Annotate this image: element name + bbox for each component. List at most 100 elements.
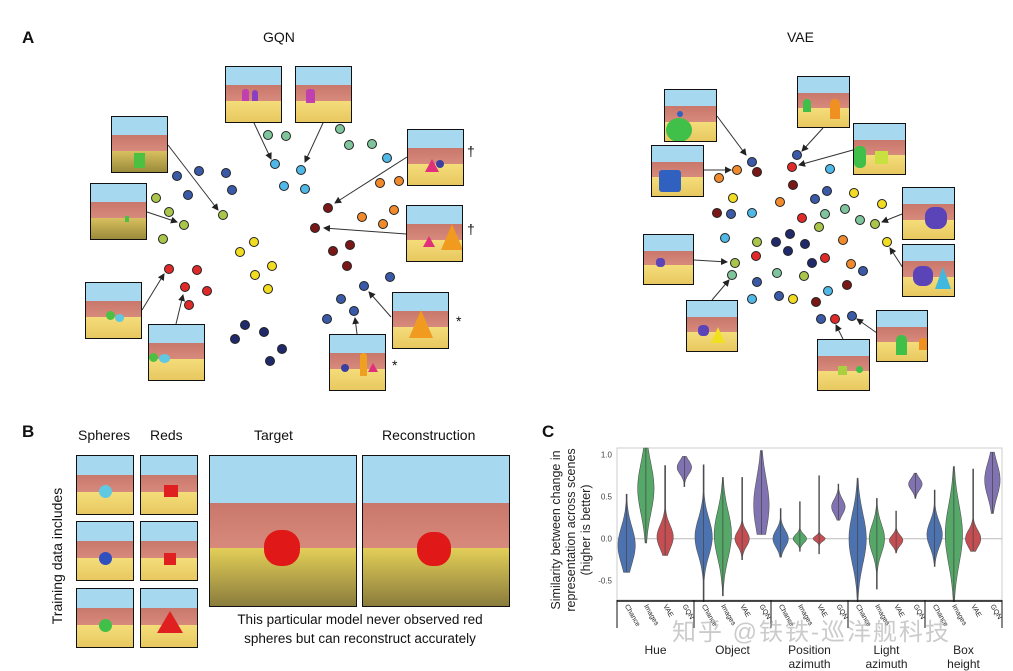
- asterisk-mark: *: [392, 357, 398, 373]
- embedding-point: [235, 247, 245, 257]
- y-tick-label: 0.5: [601, 493, 613, 502]
- embedding-point: [747, 208, 757, 218]
- embedding-point: [151, 193, 161, 203]
- embedding-point: [164, 264, 174, 274]
- series-tick-label: Chance: [623, 604, 641, 628]
- embedding-point: [783, 246, 793, 256]
- embedding-point: [259, 327, 269, 337]
- series-tick-label: GQN: [681, 604, 695, 621]
- embedding-point: [385, 272, 395, 282]
- group-label: Object: [715, 643, 750, 657]
- scene-thumbnail: [295, 66, 352, 123]
- embedding-point: [730, 258, 740, 268]
- embedding-point: [788, 180, 798, 190]
- embedding-point: [752, 237, 762, 247]
- embedding-point: [712, 208, 722, 218]
- embedding-point: [825, 164, 835, 174]
- violins: [617, 447, 1001, 602]
- embedding-point: [267, 261, 277, 271]
- arrows-layer: [141, 115, 904, 340]
- group-label: Box: [953, 643, 974, 657]
- scene-thumbnail: [90, 183, 147, 240]
- training-sphere-thumbnail: [76, 521, 134, 581]
- group-label: azimuth: [865, 657, 907, 671]
- vae-arrows: [693, 115, 904, 340]
- training-red-thumbnail: [140, 521, 198, 581]
- reds-column-header: Reds: [150, 427, 183, 443]
- series-tick-label: Images: [873, 604, 891, 628]
- series-tick-label: Images: [719, 604, 737, 628]
- arrow: [798, 149, 854, 167]
- series-tick-label: GQN: [989, 604, 1003, 621]
- panel-a-label: A: [22, 28, 35, 47]
- embedding-point: [179, 220, 189, 230]
- embedding-point: [838, 235, 848, 245]
- embedding-point: [747, 157, 757, 167]
- dagger-mark: †: [467, 221, 475, 237]
- arrow: [167, 144, 219, 211]
- embedding-point: [858, 266, 868, 276]
- embedding-point: [164, 207, 174, 217]
- asterisk-mark: *: [456, 313, 462, 329]
- y-axis-title-line: Similarity between change in: [549, 450, 563, 609]
- caption-line-2: spheres but can reconstruct accurately: [244, 631, 476, 646]
- dagger-mark: †: [467, 143, 475, 159]
- embedding-point: [728, 193, 738, 203]
- embedding-point: [184, 300, 194, 310]
- embedding-point: [820, 253, 830, 263]
- series-tick-label: VAE: [815, 604, 828, 619]
- scene-thumbnail: [85, 282, 142, 339]
- embedding-point: [788, 294, 798, 304]
- embedding-point: [192, 265, 202, 275]
- y-axis-title-line: (higher is better): [579, 484, 593, 575]
- panel-b-label: B: [22, 422, 35, 441]
- embedding-point: [263, 284, 273, 294]
- arrow: [801, 127, 824, 152]
- embedding-point: [842, 280, 852, 290]
- embedding-point: [335, 124, 345, 134]
- arrow: [334, 156, 408, 204]
- embedding-point: [787, 162, 797, 172]
- series-tick-label: VAE: [661, 604, 674, 619]
- gqn-arrows: [141, 122, 408, 335]
- arrow: [716, 115, 747, 156]
- y-tick-label: -0.5: [598, 577, 612, 586]
- arrow: [175, 294, 185, 325]
- embedding-point: [807, 258, 817, 268]
- embedding-point: [263, 130, 273, 140]
- embedding-point: [180, 282, 190, 292]
- embedding-point: [322, 314, 332, 324]
- embedding-point: [158, 234, 168, 244]
- embedding-point: [752, 277, 762, 287]
- embedding-point: [249, 237, 259, 247]
- embedding-point: [799, 271, 809, 281]
- embedding-point: [814, 222, 824, 232]
- embedding-point: [771, 237, 781, 247]
- embedding-point: [296, 165, 306, 175]
- training-sphere-thumbnail: [76, 588, 134, 648]
- embedding-point: [328, 246, 338, 256]
- series-tick-label: Images: [642, 604, 660, 628]
- embedding-point: [357, 212, 367, 222]
- series-tick-label: VAE: [969, 604, 982, 619]
- embedding-point: [202, 286, 212, 296]
- arrow: [141, 273, 165, 311]
- embedding-point: [849, 188, 859, 198]
- scene-thumbnail: [902, 244, 955, 297]
- embedding-point: [240, 320, 250, 330]
- group-label: height: [947, 657, 980, 671]
- target-image: [209, 455, 357, 607]
- scene-thumbnail: [329, 334, 386, 391]
- embedding-point: [300, 184, 310, 194]
- embedding-point: [811, 297, 821, 307]
- embedding-point: [183, 190, 193, 200]
- embedding-point: [265, 356, 275, 366]
- arrow: [693, 258, 728, 266]
- embedding-point: [221, 168, 231, 178]
- scene-thumbnail: [817, 339, 870, 391]
- arrow: [323, 224, 407, 235]
- embedding-point: [800, 239, 810, 249]
- embedding-point: [172, 171, 182, 181]
- group-label: Hue: [644, 643, 666, 657]
